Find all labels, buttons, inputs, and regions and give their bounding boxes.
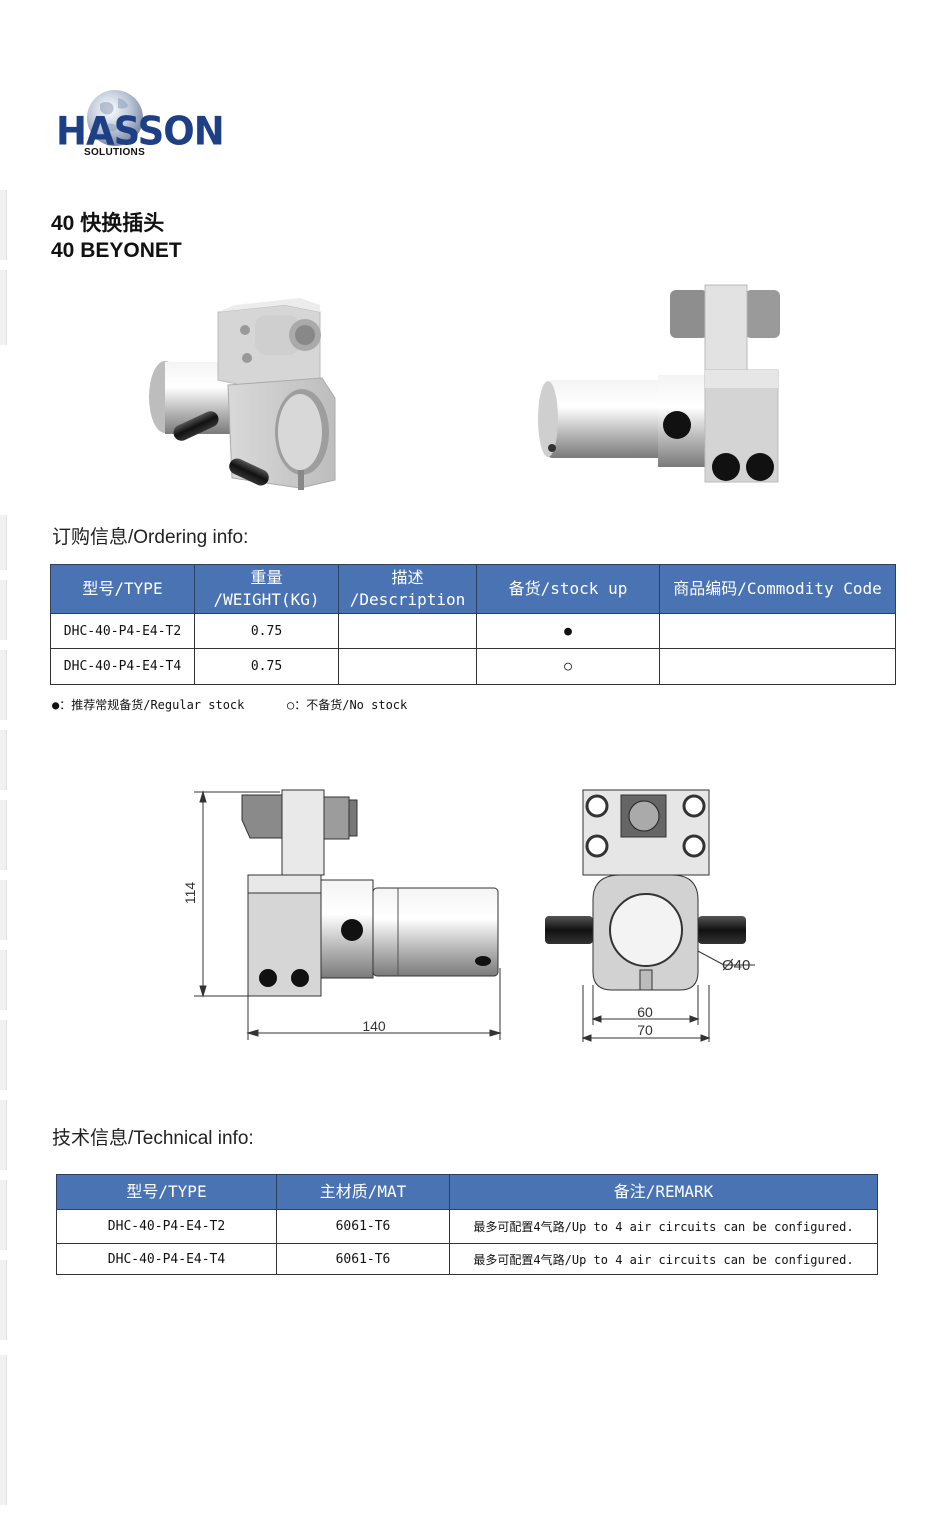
product-title-cn: 40 快换插头 — [51, 212, 165, 235]
cell-remark: 最多可配置4气路/Up to 4 air circuits can be con… — [449, 1209, 878, 1244]
page-edge — [0, 580, 7, 640]
cell-material: 6061-T6 — [276, 1243, 450, 1275]
logo-subtitle: SOLUTIONS — [84, 147, 146, 158]
product-render-side-icon — [538, 284, 780, 483]
dim-length-label: 140 — [362, 1018, 386, 1034]
cell-remark: 最多可配置4气路/Up to 4 air circuits can be con… — [449, 1243, 878, 1275]
cell-description — [338, 648, 477, 685]
cell-type: DHC-40-P4-E4-T2 — [56, 1209, 277, 1244]
page-edge — [0, 800, 7, 870]
dim-width-outer-label: 70 — [637, 1022, 653, 1038]
col-header-stock: 备货/stock up — [476, 564, 660, 614]
page-edge — [0, 1260, 7, 1340]
page-edge — [0, 950, 7, 1010]
col-header-type: 型号/TYPE — [56, 1174, 277, 1210]
col-header-type: 型号/TYPE — [50, 564, 195, 614]
product-title-en: 40 BEYONET — [51, 239, 182, 262]
legend-regular-stock: ●：推荐常规备货/Regular stock — [52, 698, 245, 712]
side-view-drawing-icon — [241, 789, 499, 997]
col-header-code: 商品编码/Commodity Code — [659, 564, 896, 614]
dim-diameter-label: Ø40 — [722, 957, 750, 974]
page-edge — [0, 515, 7, 570]
table-row: DHC-40-P4-E4-T2 0.75 ● — [50, 613, 896, 649]
front-view-drawing-icon — [545, 789, 746, 991]
dim-height-label: 114 — [182, 882, 198, 905]
cell-stock: ● — [476, 613, 660, 649]
cell-type: DHC-40-P4-E4-T2 — [50, 613, 195, 649]
cell-type: DHC-40-P4-E4-T4 — [50, 648, 195, 685]
cell-code — [659, 648, 896, 685]
page-edge — [0, 650, 7, 720]
page-edge — [0, 270, 7, 345]
table-row: DHC-40-P4-E4-T4 0.75 ○ — [50, 648, 896, 685]
col-header-remark: 备注/REMARK — [449, 1174, 878, 1210]
cell-type: DHC-40-P4-E4-T4 — [56, 1243, 277, 1275]
page-edge — [0, 1100, 7, 1170]
cell-stock: ○ — [476, 648, 660, 685]
table-row: DHC-40-P4-E4-T2 6061-T6 最多可配置4气路/Up to 4… — [56, 1209, 878, 1244]
logo-wordmark: HASSON — [56, 108, 225, 155]
ordering-table: 型号/TYPE 重量/WEIGHT(KG) 描述/Description 备货/… — [50, 564, 896, 685]
dim-width-inner-label: 60 — [637, 1004, 653, 1020]
page-edge — [0, 190, 7, 260]
legend-no-stock: ○：不备货/No stock — [287, 698, 408, 712]
col-header-weight: 重量/WEIGHT(KG) — [194, 564, 339, 614]
col-header-material: 主材质/MAT — [276, 1174, 450, 1210]
cell-material: 6061-T6 — [276, 1209, 450, 1244]
page-edge — [0, 730, 7, 790]
table-row: DHC-40-P4-E4-T4 6061-T6 最多可配置4气路/Up to 4… — [56, 1243, 878, 1275]
page-edge — [0, 1355, 7, 1505]
product-render-front-icon — [149, 298, 336, 490]
page-edge — [0, 1180, 7, 1250]
page-edge — [0, 880, 7, 940]
ordering-heading: 订购信息/Ordering info: — [52, 527, 249, 548]
technical-table: 型号/TYPE 主材质/MAT 备注/REMARK DHC-40-P4-E4-T… — [56, 1174, 878, 1275]
page-edge — [0, 1020, 7, 1090]
technical-heading: 技术信息/Technical info: — [52, 1128, 254, 1149]
cell-weight: 0.75 — [194, 648, 339, 685]
